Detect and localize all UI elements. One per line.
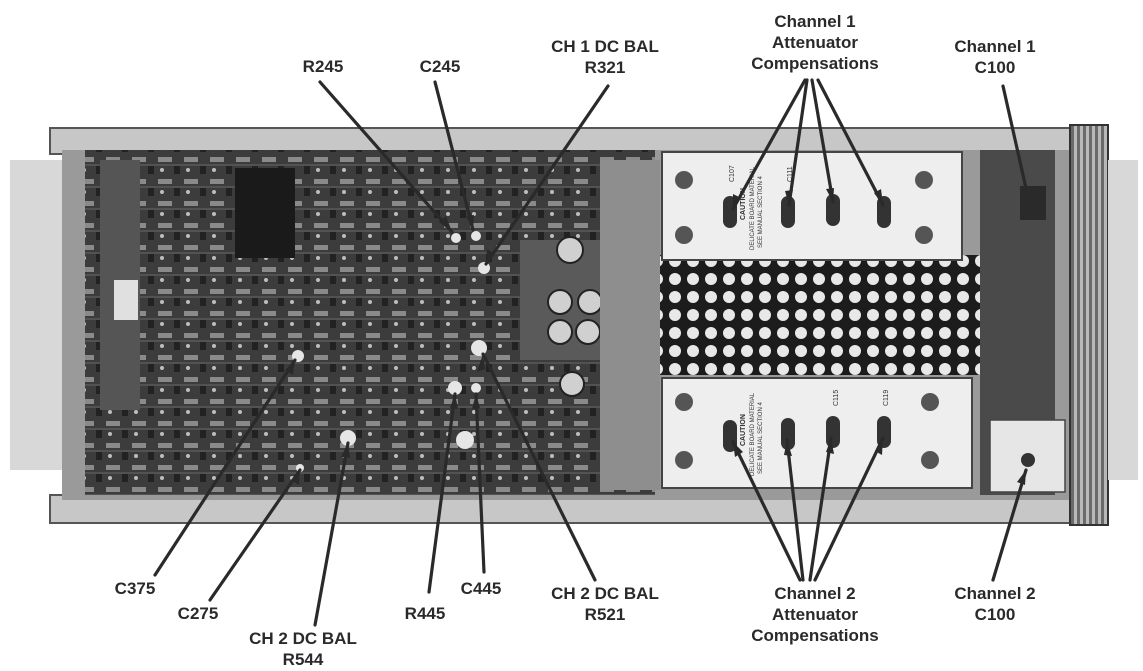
label-ch2-atten-line3: Compensations — [751, 626, 879, 645]
arrow-c445 — [474, 392, 486, 574]
callout-arrows — [153, 78, 1032, 627]
label-c245-line1: C245 — [419, 57, 461, 76]
ch2-cap-code-3: C115 — [833, 390, 840, 406]
label-ch2-c100-line2: C100 — [974, 605, 1016, 624]
ch1-cap-code-2: C111 — [787, 166, 794, 182]
label-c375-line1: C375 — [114, 579, 156, 598]
arrow-ch1-c100 — [1001, 84, 1032, 208]
label-ch2-atten-line2: Attenuator — [772, 605, 858, 624]
label-c375: C375 — [95, 578, 175, 599]
label-c275-line1: C275 — [177, 604, 219, 623]
label-r521-line1: CH 2 DC BAL — [551, 584, 659, 603]
label-ch1-atten-line3: Compensations — [751, 54, 879, 73]
arrow-heads — [285, 188, 1031, 485]
ch2-caution-marking: CAUTION — [740, 414, 747, 446]
arrow-ch2-comp-3 — [808, 436, 833, 582]
arrow-c245 — [433, 80, 475, 232]
arrow-r445 — [427, 392, 457, 594]
label-ch2-dc-bal-r521: CH 2 DC BAL R521 — [530, 583, 680, 625]
label-ch2-dc-bal-r544: CH 2 DC BAL R544 — [228, 628, 378, 670]
label-ch1-dc-bal-line2: R321 — [584, 58, 626, 77]
arrow-c375 — [153, 358, 297, 577]
ch1-cap-code-1: C107 — [729, 165, 736, 182]
ch2-manual-marking: SEE MANUAL SECTION 4 — [758, 402, 764, 474]
channel-1-attenuator-board: CAUTION DELICATE BOARD MATERIAL SEE MANU… — [661, 151, 963, 261]
label-c245: C245 — [395, 56, 485, 77]
label-r544-line1: CH 2 DC BAL — [249, 629, 357, 648]
label-c445-line1: C445 — [460, 579, 502, 598]
ch1-manual-marking: SEE MANUAL SECTION 4 — [758, 176, 764, 248]
arrow-ch2-dc-bal — [481, 352, 597, 582]
label-r445: R445 — [385, 603, 465, 624]
arrow-ch1-comp-4 — [816, 78, 885, 207]
label-c275: C275 — [158, 603, 238, 624]
arrow-ch1-comp-3 — [810, 78, 835, 204]
main-circuit-board — [85, 150, 655, 495]
label-r245: R245 — [278, 56, 368, 77]
ch2-cap-code-4: C119 — [883, 390, 890, 406]
label-ch1-atten-line1: Channel 1 — [774, 12, 856, 31]
arrow-r544 — [313, 441, 350, 627]
arrow-ch1-comp-1 — [731, 78, 807, 211]
arrow-r245 — [318, 80, 454, 234]
label-c445: C445 — [441, 578, 521, 599]
label-ch1-c100: Channel 1 C100 — [935, 36, 1055, 78]
ch1-board-material-marking: DELICATE BOARD MATERIAL — [750, 166, 756, 250]
label-ch2-attenuator-compensations: Channel 2 Attenuator Compensations — [735, 583, 895, 646]
label-ch1-c100-line2: C100 — [974, 58, 1016, 77]
label-r544-line2: R544 — [282, 650, 324, 669]
label-ch2-c100-line1: Channel 2 — [954, 584, 1036, 603]
shield-area — [600, 124, 1138, 526]
arrow-ch2-c100 — [991, 468, 1028, 582]
arrow-c275 — [208, 468, 302, 602]
label-r445-line1: R445 — [404, 604, 446, 623]
arrow-ch2-comp-4 — [813, 436, 885, 582]
label-ch1-c100-line1: Channel 1 — [954, 37, 1036, 56]
arrow-ch1-dc-bal — [484, 84, 610, 266]
label-ch1-attenuator-compensations: Channel 1 Attenuator Compensations — [735, 11, 895, 74]
arrow-ch1-comp-2 — [787, 78, 809, 207]
label-ch2-atten-line1: Channel 2 — [774, 584, 856, 603]
label-ch1-dc-bal: CH 1 DC BAL R321 — [530, 36, 680, 78]
arrow-ch2-comp-2 — [785, 438, 805, 582]
label-ch1-dc-bal-line1: CH 1 DC BAL — [551, 37, 659, 56]
ch2-board-material-marking: DELICATE BOARD MATERIAL — [750, 392, 756, 476]
label-r245-line1: R245 — [302, 57, 344, 76]
ch1-caution-marking: CAUTION — [740, 188, 747, 220]
label-r521-line2: R521 — [584, 605, 626, 624]
arrow-ch2-comp-1 — [731, 440, 802, 582]
label-ch1-atten-line2: Attenuator — [772, 33, 858, 52]
channel-2-attenuator-board: CAUTION DELICATE BOARD MATERIAL SEE MANU… — [661, 186, 1066, 493]
label-ch2-c100: Channel 2 C100 — [935, 583, 1055, 625]
